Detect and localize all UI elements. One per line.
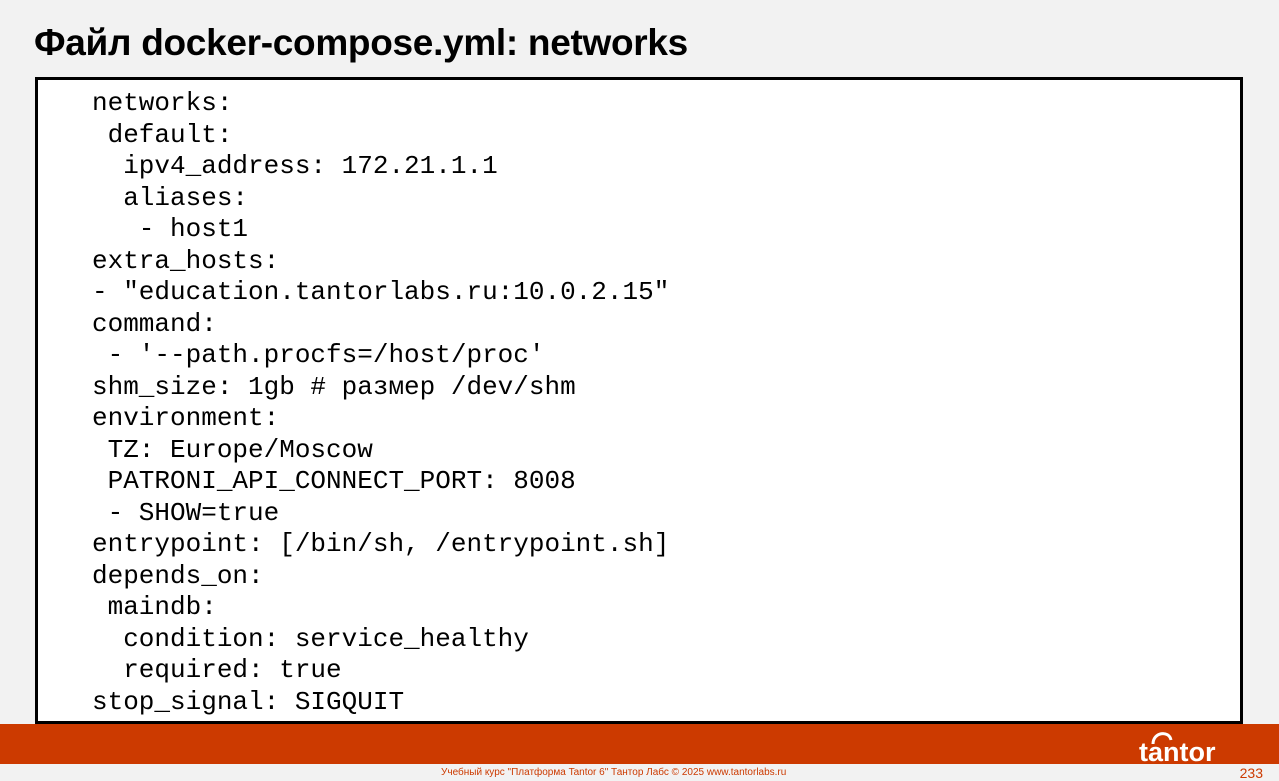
code-line: - SHOW=true xyxy=(92,497,280,528)
code-line: required: true xyxy=(92,655,342,685)
svg-text:tantor: tantor xyxy=(1139,737,1216,764)
code-line: extra_hosts: xyxy=(92,245,280,276)
code-line: environment: xyxy=(92,403,280,433)
code-line: depends_on: xyxy=(92,560,264,591)
code-line: condition: service_healthy xyxy=(92,623,529,654)
code-line: stop_signal: SIGQUIT xyxy=(92,686,405,717)
code-line: entrypoint: [/bin/sh, /entrypoint.sh] xyxy=(92,529,670,559)
code-line: - '--path.procfs=/host/proc' xyxy=(92,340,545,370)
code-line: PATRONI_API_CONNECT_PORT: 8008 xyxy=(92,466,576,496)
code-line: networks: xyxy=(92,88,233,118)
slide-title: Файл docker-compose.yml: networks xyxy=(34,22,688,63)
footer-text: Учебный курс "Платформа Tantor 6" Тантор… xyxy=(441,767,787,778)
footer-band xyxy=(0,724,1279,764)
code-line: default: xyxy=(92,119,233,150)
code-line: shm_size: 1gb # размер /dev/shm xyxy=(92,371,576,402)
code-line: ipv4_address: 172.21.1.1 xyxy=(92,151,498,181)
code-content: networks: default: ipv4_address: 172.21.… xyxy=(92,88,669,718)
page-number: 233 xyxy=(1239,765,1263,781)
code-line: TZ: Europe/Moscow xyxy=(92,434,373,465)
code-line: command: xyxy=(92,308,217,339)
code-block: networks: default: ipv4_address: 172.21.… xyxy=(35,77,1243,724)
code-line: - host1 xyxy=(92,214,249,244)
code-line: - "education.tantorlabs.ru:10.0.2.15" xyxy=(92,277,670,307)
code-line: aliases: xyxy=(92,182,249,213)
code-line: maindb: xyxy=(92,592,217,622)
tantor-logo: tantor xyxy=(1139,732,1216,764)
